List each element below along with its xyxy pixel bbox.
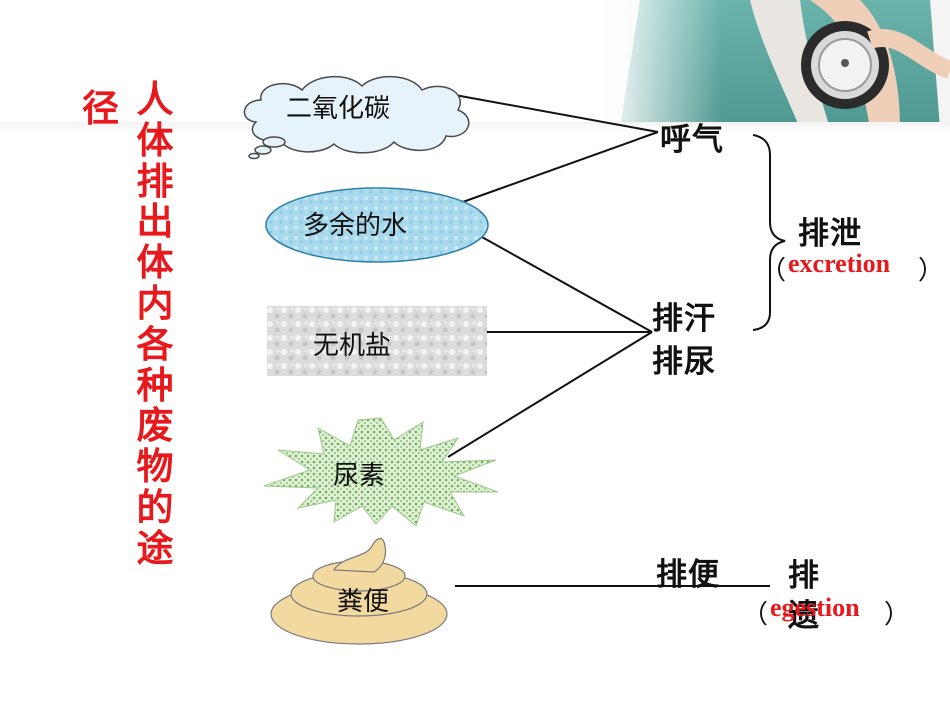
urea-starburst <box>263 417 499 527</box>
title-prefix: 径 <box>82 87 119 130</box>
route-breathe: 呼气 <box>660 122 724 158</box>
substance-co2: 二氧化碳 <box>286 94 391 124</box>
excretion-paren-open: （ <box>760 256 787 286</box>
feces-pile <box>270 537 448 645</box>
line-water-sweat <box>454 221 653 333</box>
water-ellipse <box>265 187 489 263</box>
vertical-title: 人体排出体内各种废物的途 <box>136 78 174 570</box>
excretion-brace <box>752 134 786 331</box>
salt-box <box>267 306 487 376</box>
substance-feces: 粪便 <box>337 587 390 617</box>
cloud-shape <box>243 75 470 160</box>
line-water-breathe <box>459 131 659 204</box>
category-egestion-en: egestion <box>770 593 860 622</box>
route-defecate: 排便 <box>656 557 720 593</box>
excretion-paren-close: ） <box>918 256 945 286</box>
header-photo <box>600 0 950 128</box>
category-egestion-cn: 排遗 <box>788 558 820 634</box>
substance-water: 多余的水 <box>303 211 408 241</box>
category-excretion-en: excretion <box>788 249 891 278</box>
line-urea-sweat <box>447 331 653 458</box>
line-co2-breathe <box>454 94 659 133</box>
egestion-paren-close: ） <box>884 600 911 630</box>
route-sweat: 排汗 <box>652 301 716 337</box>
route-urine: 排尿 <box>652 344 716 380</box>
category-excretion-cn: 排泄 <box>798 216 862 252</box>
substance-urea: 尿素 <box>333 461 386 491</box>
header-band <box>0 122 950 132</box>
substance-salt: 无机盐 <box>313 331 392 361</box>
egestion-paren-open: （ <box>742 600 769 630</box>
